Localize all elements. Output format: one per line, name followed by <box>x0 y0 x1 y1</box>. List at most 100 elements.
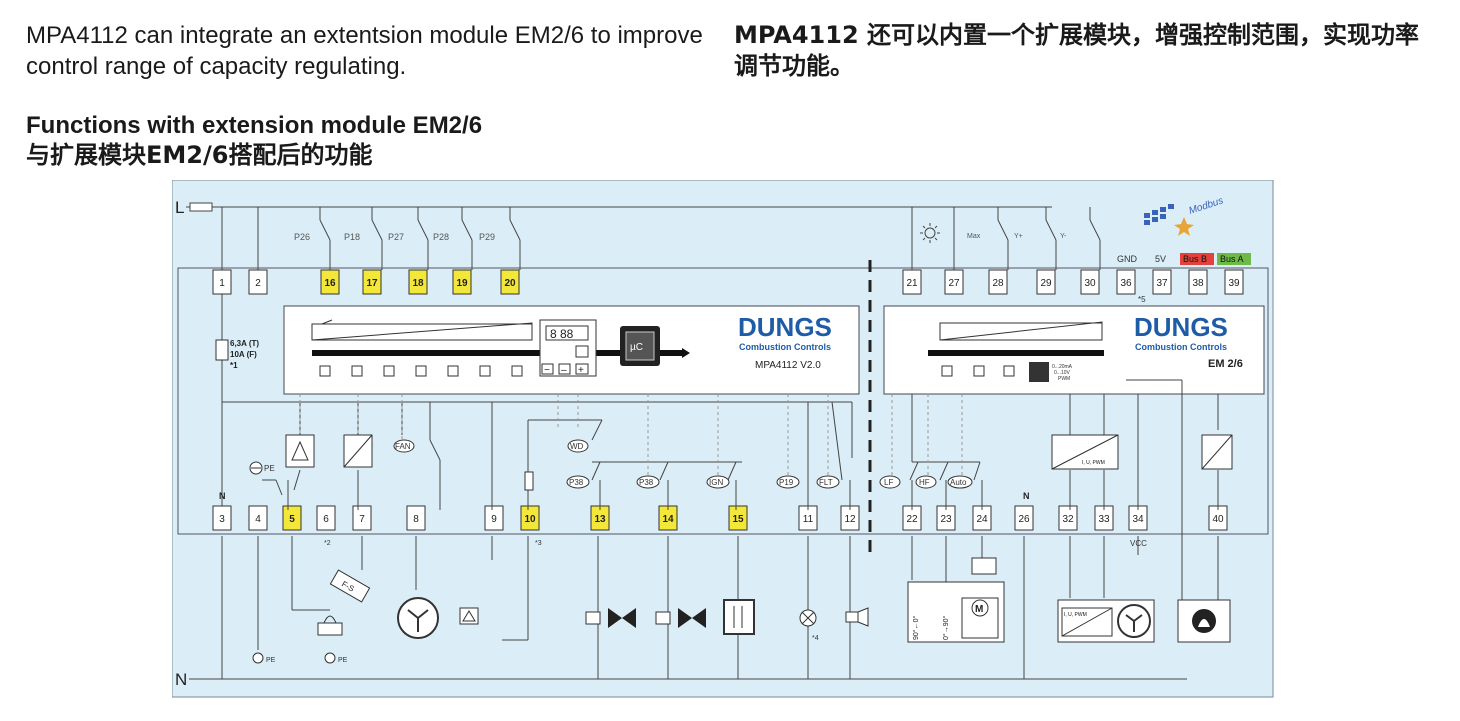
ext-label-max: Max <box>967 233 981 240</box>
servo-motor-icon: M 90°←0° 0°→90° <box>907 581 1005 643</box>
plus-key[interactable] <box>575 363 589 375</box>
bottom-terminal-label-22: 22 <box>906 514 918 525</box>
enter-key[interactable] <box>575 345 589 358</box>
valve-icon-1 <box>585 608 636 628</box>
switch-label-p26: P26 <box>294 232 310 242</box>
bottom-terminal-label-3: 3 <box>219 514 225 525</box>
top-terminal-label-38: 38 <box>1192 278 1204 289</box>
fan-motor-icon <box>397 597 439 639</box>
svg-text:–: – <box>561 365 567 376</box>
n-line-label: N <box>175 670 187 689</box>
section-title-cn: 与扩展模块EM2/6搭配后的功能 <box>26 141 373 169</box>
bottom-terminal-label-23: 23 <box>940 514 952 525</box>
top-terminal-17 <box>362 269 382 295</box>
top-terminal-label-30: 30 <box>1084 278 1096 289</box>
l-fuse <box>189 202 213 212</box>
bottom-terminal-label-12: 12 <box>844 514 856 525</box>
top-terminal-39 <box>1224 269 1244 295</box>
svg-text:10A (F): 10A (F) <box>230 350 257 359</box>
bottom-terminal-3 <box>212 505 232 531</box>
flame-amp-icon <box>285 434 315 468</box>
svg-text:WD: WD <box>570 442 584 451</box>
svg-text:I, U, PWM: I, U, PWM <box>1064 612 1087 618</box>
svg-text:µC: µC <box>630 342 643 353</box>
fs-device-icon: F-S <box>329 569 371 603</box>
svg-text:I, U, PWM: I, U, PWM <box>1082 460 1105 466</box>
top-terminal-21 <box>902 269 922 295</box>
bottom-terminal-label-11: 11 <box>803 514 814 525</box>
bottom-terminal-9 <box>484 505 504 531</box>
l-line-label: L <box>175 198 184 217</box>
svg-text:PE: PE <box>266 657 276 664</box>
bottom-terminal-26 <box>1014 505 1034 531</box>
top-terminal-18 <box>408 269 428 295</box>
svg-text:IGN: IGN <box>709 478 723 487</box>
svg-text:6,3A (T): 6,3A (T) <box>230 339 259 348</box>
microcontroller-icon: µC <box>620 326 660 366</box>
top-terminal-label-39: 39 <box>1228 278 1240 289</box>
wiring-diagram: L N P26 P18 P27 P28 P29 Max <box>172 180 1274 698</box>
auto-switch-label: Auto <box>947 475 973 489</box>
top-terminal-label-1: 1 <box>219 278 225 289</box>
bottom-terminal-32 <box>1058 505 1078 531</box>
pe-ground-icon-bottom-1: PE <box>252 652 276 664</box>
bottom-terminal-label-32: 32 <box>1062 514 1074 525</box>
switch-label-p27: P27 <box>388 232 404 242</box>
horn-icon <box>845 607 869 627</box>
flt-switch-label: FLT <box>816 475 840 489</box>
switch-label-p29: P29 <box>479 232 495 242</box>
n-label-right: N <box>1023 491 1030 501</box>
bottom-terminal-label-6: 6 <box>323 514 329 525</box>
top-terminal-16 <box>320 269 340 295</box>
p19-switch-label: P19 <box>776 475 800 489</box>
lf-switch-label: LF <box>879 475 901 489</box>
dash-key[interactable] <box>558 363 571 375</box>
bus-label-b: Bus B <box>1183 254 1207 264</box>
svg-text:M: M <box>975 604 983 615</box>
bottom-terminal-6 <box>316 505 336 531</box>
bus-label-a: Bus A <box>1220 254 1244 264</box>
lamp-icon <box>799 609 817 627</box>
note-3: *3 <box>535 540 542 547</box>
bus-a-badge <box>1217 253 1251 265</box>
svg-text:0°→90°: 0°→90° <box>942 616 950 640</box>
ext-model: EM 2/6 <box>1208 358 1243 370</box>
bottom-terminal-10 <box>520 505 540 531</box>
bottom-terminal-label-8: 8 <box>413 514 419 525</box>
top-terminal-label-37: 37 <box>1156 278 1168 289</box>
bus-label-5v: 5V <box>1155 254 1166 264</box>
svg-text:8 88: 8 88 <box>550 327 574 341</box>
ignition-transformer-icon <box>723 599 755 635</box>
bottom-terminal-8 <box>406 505 426 531</box>
hf-switch-label: HF <box>915 475 937 489</box>
minus-key[interactable] <box>541 363 554 375</box>
main-brand-sub: Combustion Controls <box>739 342 831 352</box>
main-display: 8 88 − – + <box>539 319 597 377</box>
bottom-terminal-5 <box>282 505 302 531</box>
bottom-terminal-label-33: 33 <box>1098 514 1110 525</box>
jumper-10 <box>524 471 534 491</box>
bottom-terminal-15 <box>728 505 748 531</box>
bottom-terminal-label-40: 40 <box>1212 514 1224 525</box>
ext-brand-sub: Combustion Controls <box>1135 342 1227 352</box>
svg-text:FLT: FLT <box>819 478 833 487</box>
svg-text:−: − <box>544 365 550 376</box>
top-terminal-label-2: 2 <box>255 278 261 289</box>
switch-label-p28: P28 <box>433 232 449 242</box>
svg-text:+: + <box>578 365 584 376</box>
top-terminal-28 <box>988 269 1008 295</box>
switch-label-p18: P18 <box>344 232 360 242</box>
top-terminal-29 <box>1036 269 1056 295</box>
pe-ground-icon-bottom-2: PE <box>324 652 348 664</box>
description-cn: MPA4112 还可以内置一个扩展模块，增强控制范围，实现功率调节功能。 <box>734 21 1419 80</box>
top-terminal-20 <box>500 269 520 295</box>
main-brand: DUNGS <box>738 312 832 342</box>
bottom-terminal-label-4: 4 <box>255 514 261 525</box>
vfd-icon: I, U, PWM <box>1057 599 1155 643</box>
description-en: MPA4112 can integrate an extentsion modu… <box>26 22 703 80</box>
top-terminal-30 <box>1080 269 1100 295</box>
ext-label-yminus: Y- <box>1060 233 1067 240</box>
svg-text:P38: P38 <box>569 478 584 487</box>
